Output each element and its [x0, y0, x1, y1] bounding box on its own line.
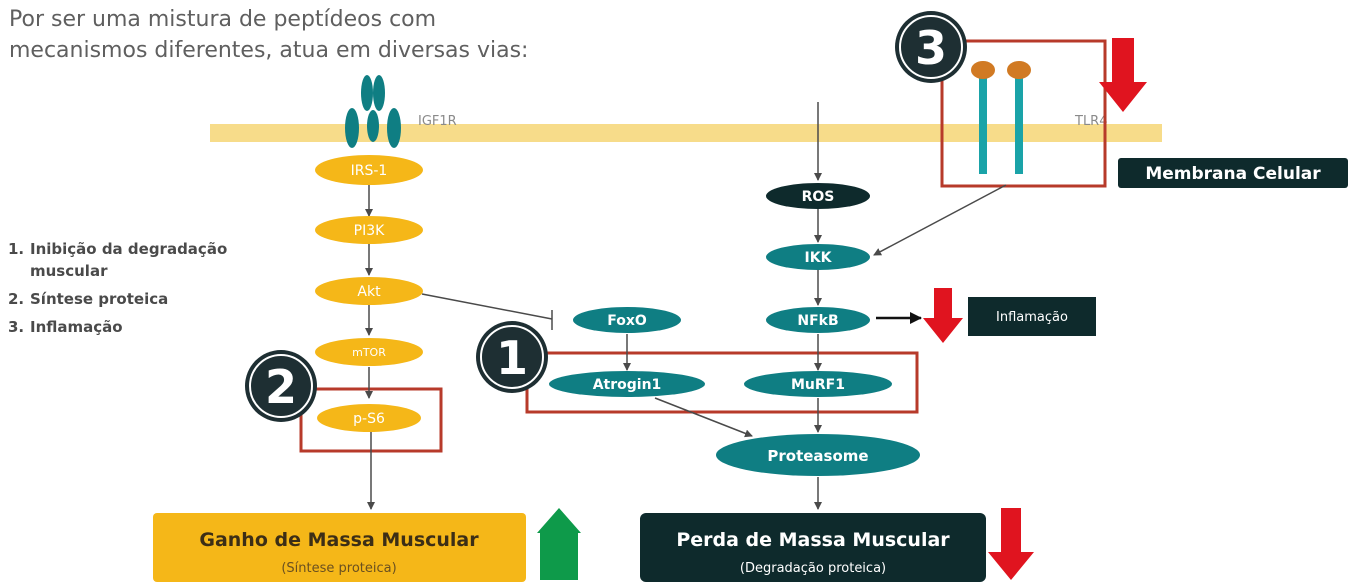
intro-line-1: Por ser uma mistura de peptídeos com: [9, 7, 437, 32]
legend-list: 1. Inibição da degradação muscular 2. Sínt…: [8, 238, 278, 344]
legend-text: Inflamação: [30, 318, 123, 336]
node-ros: ROS: [766, 183, 870, 209]
node-proteasome-label: Proteasome: [767, 447, 868, 465]
tlr4-label: TLR4: [1074, 114, 1108, 129]
badge-three-label: 3: [915, 21, 947, 75]
membrane-label: Membrana Celular: [1145, 164, 1321, 184]
outcome-gain: Ganho de Massa Muscular (Síntese proteic…: [153, 513, 526, 582]
legend-text: Síntese proteica: [30, 290, 169, 308]
legend-item-3: 3. Inflamação: [8, 316, 278, 338]
legend-item-2: 2. Síntese proteica: [8, 288, 278, 310]
node-akt-label: Akt: [357, 284, 381, 300]
node-ps6: p-S6: [317, 404, 421, 432]
igf1r-label: IGF1R: [418, 114, 457, 129]
node-irs1-label: IRS-1: [351, 163, 388, 179]
node-irs1: IRS-1: [315, 155, 423, 185]
legend-text: Inibição da degradação muscular: [30, 240, 228, 280]
left-pathway-arrows: [365, 185, 553, 510]
badge-one: 1: [476, 321, 548, 393]
igf1r-receptor: [345, 75, 401, 148]
inflammation-label-box: [968, 297, 1096, 336]
highlight-box-3: [940, 39, 1107, 188]
node-pi3k-label: PI3K: [354, 223, 385, 239]
intro-line-2: mecanismos diferentes, atua em diversas …: [9, 38, 529, 63]
node-mtor-label: mTOR: [352, 346, 386, 359]
legend-number: 1.: [8, 240, 25, 258]
inflammation-label: Inflamação: [996, 310, 1068, 325]
node-foxo-label: FoxO: [607, 313, 647, 329]
cell-membrane: [210, 124, 1162, 142]
down-arrow-icon: [923, 288, 963, 343]
badge-two: 2: [245, 350, 317, 422]
node-mtor: mTOR: [315, 338, 423, 366]
node-nfkb: NFkB: [766, 307, 870, 333]
badge-three: 3: [895, 11, 967, 83]
legend-item-1: 1. Inibição da degradação muscular: [8, 238, 278, 282]
outcome-loss-title: Perda de Massa Muscular: [676, 529, 950, 551]
badge-two-label: 2: [265, 360, 297, 414]
node-akt: Akt: [315, 277, 423, 305]
node-pi3k: PI3K: [315, 216, 423, 244]
outcome-gain-subtitle: (Síntese proteica): [281, 561, 396, 576]
node-murf1: MuRF1: [744, 371, 892, 397]
node-nfkb-label: NFkB: [797, 313, 838, 329]
tlr4-receptor: [971, 61, 1031, 174]
node-atrogin1: Atrogin1: [549, 371, 705, 397]
outcome-loss-subtitle: (Degradação proteica): [740, 561, 886, 576]
outcome-loss: Perda de Massa Muscular (Degradação prot…: [640, 513, 986, 582]
intro-text: Por ser uma mistura de peptídeos com mec…: [9, 4, 609, 66]
legend-number: 2.: [8, 290, 25, 308]
up-arrow-icon: [537, 508, 581, 580]
badge-one-label: 1: [496, 331, 528, 385]
membrane-label-box: [1118, 158, 1348, 188]
legend-number: 3.: [8, 318, 25, 336]
node-atrogin1-label: Atrogin1: [593, 377, 662, 393]
node-murf1-label: MuRF1: [791, 377, 845, 393]
node-foxo: FoxO: [573, 307, 681, 333]
outcome-gain-title: Ganho de Massa Muscular: [199, 529, 479, 551]
node-ps6-label: p-S6: [353, 411, 385, 427]
right-pathway-arrows: [623, 102, 1007, 510]
node-proteasome: Proteasome: [716, 434, 920, 476]
node-ros-label: ROS: [802, 189, 835, 205]
node-ikk-label: IKK: [805, 250, 833, 266]
node-ikk: IKK: [766, 244, 870, 270]
down-arrow-icon: [1099, 38, 1147, 112]
down-arrow-icon: [988, 508, 1034, 580]
